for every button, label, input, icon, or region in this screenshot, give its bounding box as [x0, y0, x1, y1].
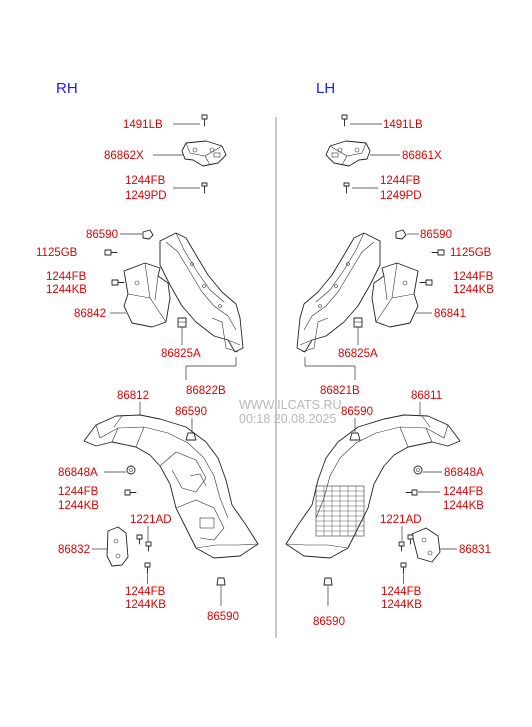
rh-label-86822b[interactable]: 86822B	[186, 385, 226, 397]
rh-bolt-1125gb	[104, 249, 118, 256]
lh-bolt-1125gb	[431, 249, 445, 256]
rh-label-1249pd[interactable]: 1249PD	[125, 190, 167, 202]
rh-label-86825a[interactable]: 86825A	[161, 348, 201, 360]
lh-heading: LH	[316, 80, 335, 97]
lh-mudguard-86841	[371, 262, 419, 328]
lh-guard-86821b	[296, 232, 381, 353]
lh-label-1244fb-a[interactable]: 1244FB	[380, 175, 421, 187]
lh-label-86811[interactable]: 86811	[411, 390, 442, 402]
rh-label-86590-b[interactable]: 86590	[175, 406, 207, 418]
rh-label-86590-a[interactable]: 86590	[86, 229, 118, 241]
lh-label-1244fb-b[interactable]: 1244FB	[453, 271, 494, 283]
lh-label-86590-c[interactable]: 86590	[313, 616, 345, 628]
lh-label-1249pd[interactable]: 1249PD	[380, 190, 422, 202]
lh-label-86861x[interactable]: 86861X	[402, 150, 442, 162]
rh-mudguard-86842	[123, 262, 171, 328]
rh-label-86812[interactable]: 86812	[117, 390, 149, 402]
lh-label-1125gb[interactable]: 1125GB	[450, 247, 492, 259]
lh-screw-1244fb-1249pd	[343, 182, 350, 194]
rh-inner-fender-86812	[83, 414, 259, 559]
lh-screw-1244fb-1244kb-d	[400, 562, 407, 575]
lh-group: 1491LB 86861X 1244FB 1249PD 86590	[285, 114, 494, 628]
lh-label-1244kb-b[interactable]: 1244KB	[453, 284, 494, 296]
rh-label-1125gb[interactable]: 1125GB	[36, 247, 78, 259]
lh-label-86590-a[interactable]: 86590	[420, 229, 452, 241]
rh-clip-86590-c	[216, 577, 226, 586]
lh-bolt-1491lb	[341, 114, 348, 127]
lh-inner-fender-86811	[285, 414, 461, 559]
lh-label-86848a[interactable]: 86848A	[444, 467, 484, 479]
lh-bolt-86848a	[413, 465, 423, 475]
lh-clip-86590-b	[349, 432, 361, 441]
rh-label-1244kb-b[interactable]: 1244KB	[46, 284, 87, 296]
rh-clip-86590-b	[185, 432, 197, 441]
rh-label-1244fb-d[interactable]: 1244FB	[125, 586, 166, 598]
rh-label-86842[interactable]: 86842	[74, 308, 106, 320]
lh-bolt-1221ad	[398, 534, 414, 552]
rh-screw-1244fb-1249pd	[201, 182, 208, 194]
watermark-line2: 00:18 20.08.2025	[239, 412, 336, 426]
rh-label-1244kb-d[interactable]: 1244KB	[125, 599, 166, 611]
lh-label-86821b[interactable]: 86821B	[320, 385, 360, 397]
lh-label-1244kb-d[interactable]: 1244KB	[381, 599, 422, 611]
rh-label-86848a[interactable]: 86848A	[58, 467, 98, 479]
lh-label-1244kb-c[interactable]: 1244KB	[443, 500, 484, 512]
rh-label-1244kb-c[interactable]: 1244KB	[58, 500, 99, 512]
lh-label-86590-b[interactable]: 86590	[341, 406, 373, 418]
rh-label-1244fb-b[interactable]: 1244FB	[46, 271, 87, 283]
rh-clip-86825a	[177, 317, 187, 328]
rh-screw-1244fb-1244kb-d	[144, 562, 151, 575]
rh-bolt-86848a	[126, 465, 136, 475]
rh-label-86862x[interactable]: 86862X	[104, 150, 144, 162]
lh-label-86825a[interactable]: 86825A	[338, 348, 378, 360]
lh-label-86831[interactable]: 86831	[459, 544, 491, 556]
lh-screw-1244fb-1244kb-c	[405, 489, 418, 496]
lh-label-86841[interactable]: 86841	[434, 308, 466, 320]
rh-screw-1244fb-1244kb-b	[111, 279, 125, 286]
rh-clip-86590-a	[142, 229, 154, 240]
lh-label-1491lb[interactable]: 1491LB	[383, 119, 423, 131]
rh-label-1491lb[interactable]: 1491LB	[123, 119, 163, 131]
rh-label-1244fb-a[interactable]: 1244FB	[125, 175, 166, 187]
lh-label-1244fb-c[interactable]: 1244FB	[443, 486, 484, 498]
lh-clip-86825a	[353, 317, 363, 328]
lh-clip-86590-c	[323, 577, 333, 586]
rh-bolt-1221ad	[136, 534, 152, 552]
rh-bracket-86862x	[181, 140, 227, 167]
lh-bracket-86861x	[325, 140, 371, 167]
rh-guard-86822b	[159, 232, 244, 353]
rh-label-1244fb-c[interactable]: 1244FB	[58, 486, 99, 498]
rh-bolt-1491lb	[201, 114, 208, 127]
watermark-line1: WWW.ILCATS.RU	[239, 398, 342, 412]
rh-label-1221ad[interactable]: 1221AD	[130, 514, 172, 526]
lh-clip-86590-a	[395, 229, 407, 240]
rh-plate-86832	[106, 526, 129, 567]
lh-label-1221ad[interactable]: 1221AD	[380, 514, 422, 526]
rh-label-86832[interactable]: 86832	[58, 544, 90, 556]
rh-group: 1491LB 86862X 1244FB 1249PD 86590	[36, 114, 259, 623]
rh-screw-1244fb-1244kb-c	[124, 489, 137, 496]
lh-plate-86831	[411, 527, 441, 563]
rh-heading: RH	[56, 80, 78, 97]
rh-label-86590-c[interactable]: 86590	[207, 611, 239, 623]
lh-label-1244fb-d[interactable]: 1244FB	[381, 586, 422, 598]
lh-screw-1244fb-1244kb-b	[419, 279, 433, 286]
